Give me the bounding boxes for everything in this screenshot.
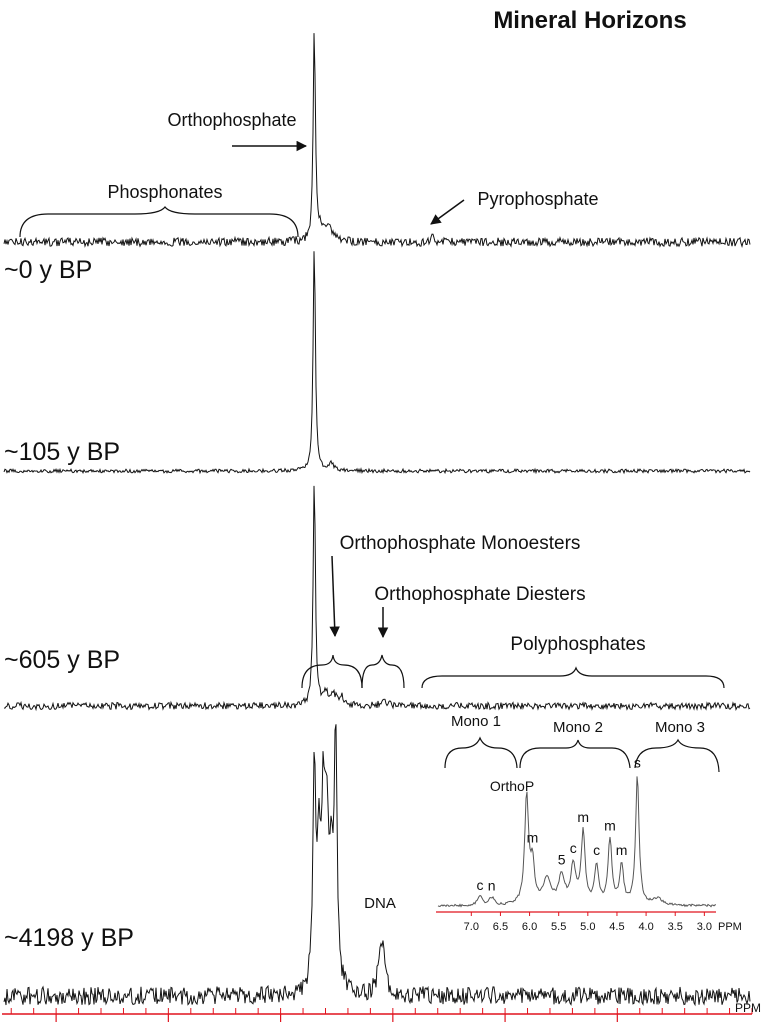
spectrum-trace-1 [3, 251, 751, 475]
inset-orthop-label: OrthoP [490, 778, 534, 794]
inset-x-axis-tick-label: 3.5 [668, 921, 683, 933]
inset-x-axis-tick-label: 7.0 [464, 921, 479, 933]
monoesters-arrow [329, 555, 340, 638]
spectra-group [3, 33, 751, 1007]
diesters-brace [361, 654, 405, 689]
spectrum-label-3: ~4198 y BP [4, 924, 134, 952]
chart-title: Mineral Horizons [493, 7, 686, 34]
phosphonates-label: Phosphonates [107, 182, 222, 202]
inset-region-mono3: Mono 3 [655, 719, 705, 736]
inset-peak-label: 5 [558, 852, 566, 868]
inset-x-axis-tick-label: 4.0 [638, 921, 653, 933]
spectrum-trace-3 [3, 724, 751, 1007]
inset-trace [437, 776, 717, 908]
inset-region-mono2: Mono 2 [553, 719, 603, 736]
inset-peak-label: m [527, 830, 539, 846]
pyrophosphate-arrow [430, 199, 465, 225]
spectrum-label-2: ~605 y BP [4, 646, 120, 674]
pyrophosphate-label: Pyrophosphate [477, 189, 598, 209]
inset-brace-mono1 [444, 736, 518, 769]
inset-peak-label: c [570, 840, 577, 856]
inset-x-axis-tick-label: 4.5 [609, 921, 624, 933]
polyphosphates-brace [421, 666, 725, 689]
inset-brace-mono2 [519, 739, 631, 769]
inset-x-axis-tick-label: 6.0 [522, 921, 537, 933]
x-axis-title: PPM [735, 1001, 761, 1015]
inset-x-axis-tick-label: 5.0 [580, 921, 595, 933]
spectrum-label-1: ~105 y BP [4, 438, 120, 466]
spectrum-label-0: ~0 y BP [4, 256, 92, 284]
diesters-label: Orthophosphate Diesters [374, 584, 585, 605]
phosphonates-brace [19, 205, 299, 238]
inset-peak-label: c [593, 842, 600, 858]
polyphosphates-label: Polyphosphates [510, 634, 645, 655]
inset-peak-label: m [604, 817, 616, 833]
monoesters-brace [301, 654, 363, 689]
dna-label: DNA [364, 895, 396, 912]
spectrum-trace-0 [3, 33, 751, 248]
inset-brace-mono3 [634, 738, 720, 773]
inset-region-mono1: Mono 1 [451, 713, 501, 730]
inset-peak-label: m [616, 842, 628, 858]
inset-peak-label: n [488, 878, 496, 894]
monoesters-label: Orthophosphate Monoesters [340, 533, 581, 554]
inset-x-axis-tick-label: 6.5 [493, 921, 508, 933]
inset-x-axis-title: PPM [718, 921, 742, 933]
inset-x-axis-tick-label: 3.0 [697, 921, 712, 933]
x-axis: 3020100-10-20PPM [2, 1001, 761, 1022]
inset-peak-label: s [634, 755, 641, 771]
spectrum-trace-2 [3, 485, 751, 712]
inset-x-axis-tick-label: 5.5 [551, 921, 566, 933]
inset-peak-label: c [477, 877, 484, 893]
inset-peak-label: m [577, 809, 589, 825]
orthophosphate-label: Orthophosphate [167, 110, 296, 130]
